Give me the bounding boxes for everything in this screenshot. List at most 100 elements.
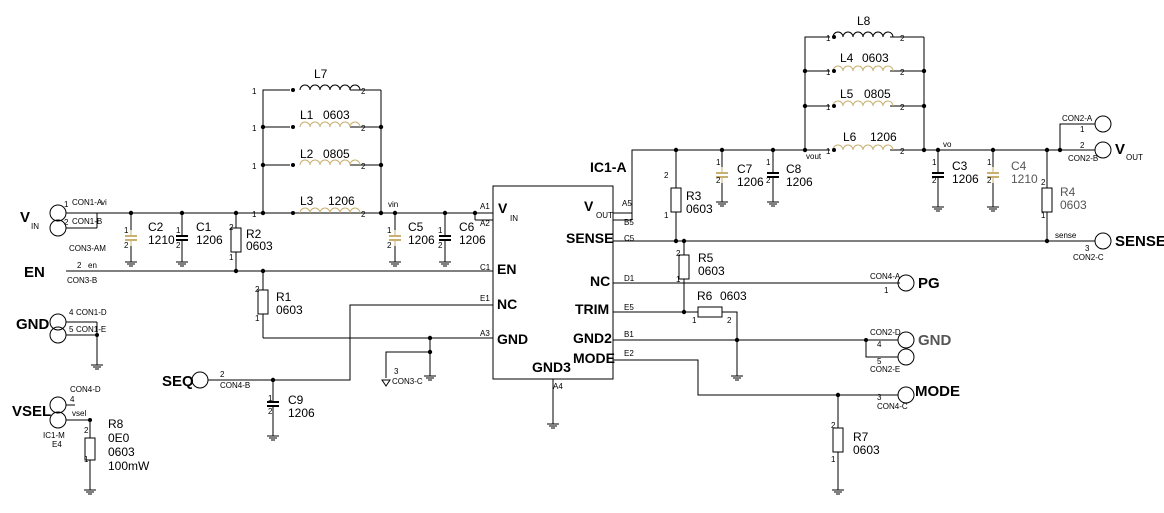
r8-val3: 100mW [108,459,150,473]
c8-val: 1206 [786,175,813,189]
l1-ref: L1 [300,108,314,122]
pin-num-a4: A4 [553,382,563,391]
pin-gnd3: GND3 [532,359,571,375]
component-pin-number: 1 [252,162,257,171]
component-pin-number: 1 [1041,211,1046,220]
pin-num-d1: D1 [624,274,635,283]
mode-con: CON4-C [877,402,908,411]
r1-ref: R1 [276,290,292,304]
gnd-in-terminal-d[interactable] [49,313,67,331]
component-pin-number: 2 [987,176,992,185]
pin-num-b1: B1 [624,330,634,339]
net-vin: vin [388,200,398,209]
pg-con: CON4-A [870,272,901,281]
r4-val: 0603 [1060,198,1087,212]
gnd-in-terminal-e[interactable] [49,326,67,344]
component-pin-number: 2 [268,407,273,416]
component-pin-number: 2 [727,316,732,325]
component-pin-number: 2 [361,87,366,96]
vout-terminal-b[interactable] [1094,141,1112,159]
component-pin-number: 1 [268,394,273,403]
pin-en: EN [497,261,516,277]
gnd-out-terminal-e[interactable] [897,348,915,366]
r6-val: 0603 [720,289,747,303]
pin-sense: SENSE [566,230,613,246]
component-pin-number: 1 [664,211,669,220]
pin-mode: MODE [573,350,615,366]
en-net: en [88,261,97,270]
component-pin-number: 2 [716,176,721,185]
pin-nc-left: NC [497,296,517,312]
l5-val: 0805 [864,87,891,101]
gnd-in-label: GND [16,316,50,333]
pin-num-a5: A5 [622,199,632,208]
c6-val: 1206 [459,233,486,247]
r3-ref: R3 [686,189,702,203]
seq-terminal[interactable] [191,371,209,389]
vsel-pin: 4 [70,395,75,404]
vout-pin2: 2 [1080,141,1085,150]
sense-label: SENSE [1115,233,1164,250]
component-pin-number: 1 [831,455,836,464]
component-pin-number: 2 [900,103,905,112]
vout-pin1: 1 [1080,125,1085,134]
component-pin-number: 2 [361,210,366,219]
pin-num-c5: C5 [624,234,635,243]
sense-net: sense [1055,231,1077,240]
component-pin-number: 2 [84,426,89,435]
pg-terminal[interactable] [897,274,915,292]
pin-num-a3: A3 [480,329,490,338]
r8-val1: 0E0 [108,431,130,445]
gnd-out-con-d: CON2-D [870,328,901,337]
c4-val: 1210 [1011,172,1038,186]
r7-val: 0603 [853,443,880,457]
component-pin-number: 2 [676,249,681,258]
vin-terminal-a[interactable] [49,204,67,222]
vsel-ref2: E4 [52,440,62,449]
component-pin-number: 2 [361,162,366,171]
pin-vout: V [584,198,594,214]
vout-label: V [1115,141,1125,158]
component-pin-number: 1 [176,226,181,235]
component-pin-number: 2 [900,34,905,43]
component-pin-number: 1 [438,226,443,235]
en-label: EN [24,264,45,281]
pin-num-b5: B5 [624,218,634,227]
vout-terminal-a[interactable] [1094,115,1112,133]
vsel-label: VSEL [12,403,51,420]
c5-ref: C5 [408,220,424,234]
c4-ref: C4 [1011,159,1027,173]
component-pin-number: 1 [987,158,992,167]
vsel-terminal-a[interactable] [49,396,67,414]
component-pin-number: 2 [229,223,234,232]
net-vo: vo [943,140,952,149]
gnd-out-con-e: CON2-E [870,365,900,374]
mode-pin: 3 [877,393,882,402]
vout-sub: OUT [1126,153,1143,162]
component-pin-number: 1 [387,226,392,235]
gnd-out-terminal-d[interactable] [897,331,915,349]
r4-ref: R4 [1060,185,1076,199]
component-pin-number: 2 [900,68,905,77]
mode-terminal[interactable] [897,386,915,404]
c1-ref: C1 [196,220,212,234]
r7-ref: R7 [853,430,869,444]
pin-num-e5: E5 [624,303,634,312]
c9-ref: C9 [288,393,304,407]
con3c-pin: 3 [394,367,399,376]
vin-terminal-b[interactable] [49,219,67,237]
component-pin-number: 1 [826,68,831,77]
pin-num-a2: A2 [480,219,490,228]
sense-terminal[interactable] [1094,232,1112,250]
vsel-net: vsel [72,409,86,418]
r6-ref: R6 [697,289,713,303]
gnd-out-pin-e: 5 [877,357,882,366]
gnd-out-pin-d: 4 [877,340,882,349]
vsel-terminal-b[interactable] [49,411,67,429]
pg-label: PG [918,275,940,292]
component-pin-number: 2 [1041,178,1046,187]
mode-label: MODE [915,383,960,400]
vin-sub: IN [31,222,39,231]
